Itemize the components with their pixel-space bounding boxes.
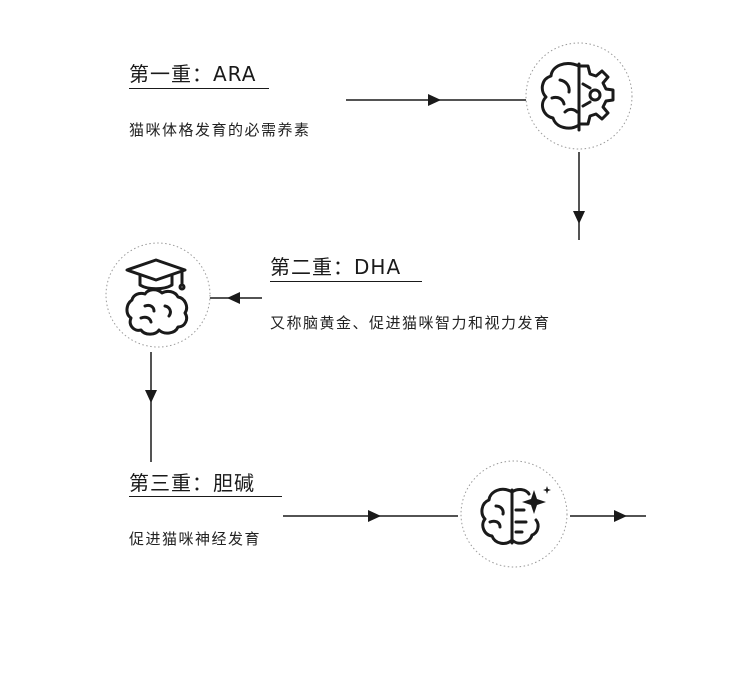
stage-2-title-underline <box>270 281 422 282</box>
stage-1-title-underline <box>129 88 269 89</box>
stage-3-description: 促进猫咪神经发育 <box>129 530 262 548</box>
stage-2-description: 又称脑黄金、促进猫咪智力和视力发育 <box>270 314 551 332</box>
stage-1-title: 第一重：ARA <box>129 62 257 86</box>
brain-graduation-cap-icon <box>105 242 211 348</box>
arrowhead-stage-2 <box>227 292 240 304</box>
arrowhead-circle-2-down <box>145 390 157 403</box>
brain-sparkle-icon <box>460 460 568 568</box>
arrowhead-stage-1 <box>428 94 441 106</box>
stage-2-title: 第二重：DHA <box>270 255 402 279</box>
stage-3-title-underline <box>129 496 282 497</box>
flow-connectors <box>145 94 646 522</box>
arrowhead-stage-3 <box>368 510 381 522</box>
stage-3-title: 第三重：胆碱 <box>129 471 255 495</box>
arrowhead-exit <box>614 510 627 522</box>
stage-1-description: 猫咪体格发育的必需养素 <box>129 121 311 139</box>
arrowhead-circle-1-down <box>573 211 585 224</box>
brain-gear-icon <box>525 42 633 150</box>
